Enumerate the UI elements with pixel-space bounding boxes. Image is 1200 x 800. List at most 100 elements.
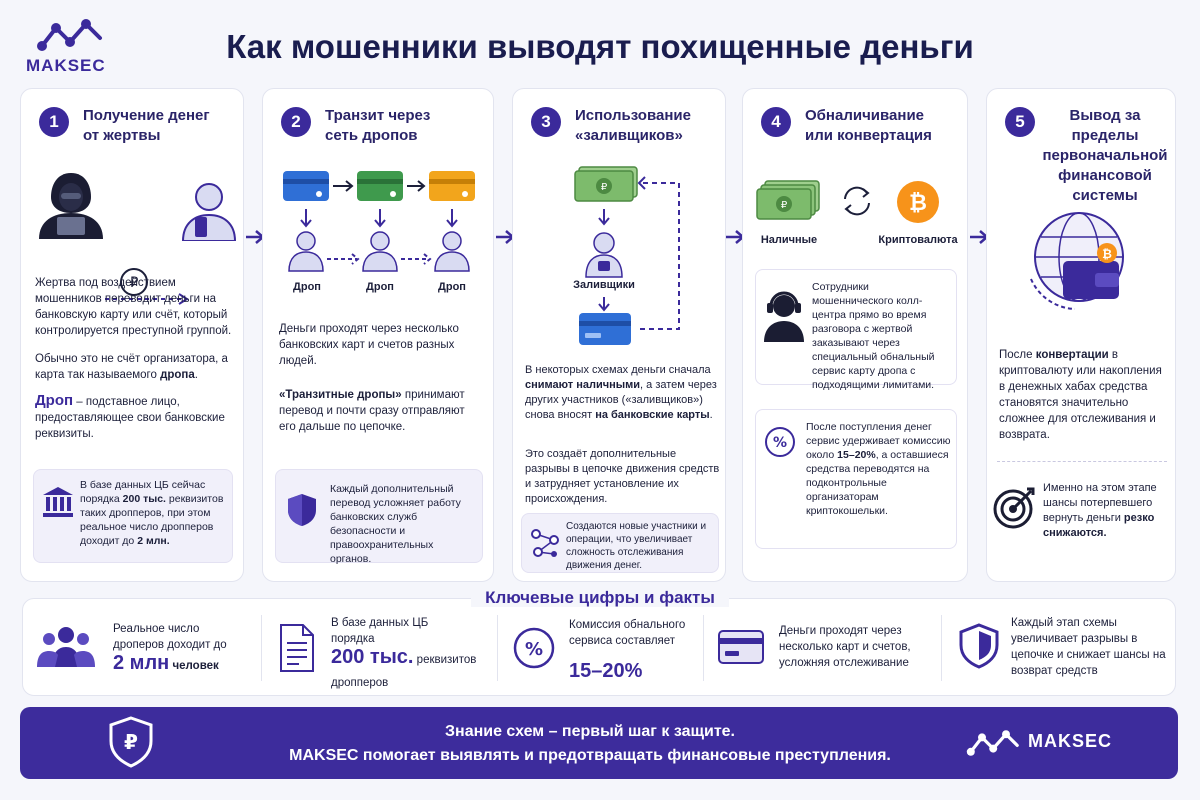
svg-text:₿: ₿ xyxy=(909,191,927,216)
fact-value: 2 млн человек xyxy=(113,652,259,674)
step-2-text: Деньги проходят через несколько банковск… xyxy=(279,323,459,367)
text-part: в криптовалюту или накопления в денежных… xyxy=(999,349,1162,441)
step-1-card: 1 Получение денег от жертвы ₽ Жертва под… xyxy=(20,88,244,582)
fact-separator xyxy=(941,615,942,681)
svg-text:%: % xyxy=(525,639,543,660)
text-bold: конвертации xyxy=(1035,349,1109,361)
text-part: После поступления денег сервис удерживае… xyxy=(806,421,951,461)
text-part: принимают перевод и почти сразу отправля… xyxy=(279,389,465,433)
text-part: В некоторых схемах деньги сначала xyxy=(525,364,711,376)
step-2-infobox: Каждый дополнительный перевод усложняет … xyxy=(275,469,483,565)
percent-icon: % xyxy=(513,627,555,669)
bank-card-icon xyxy=(357,171,403,201)
dropper-person-icon xyxy=(585,232,623,278)
maksec-logo-icon xyxy=(37,19,102,51)
step-number: 2 xyxy=(281,107,311,137)
footer-text: Знание схем – первый шаг к защите. MAKSE… xyxy=(210,720,970,768)
step-2-card: 2 Транзит через сеть дропов xyxy=(262,88,494,582)
fact-text: Реальное число дроперов доходит до xyxy=(113,623,227,651)
text-part: В базе данных ЦБ сейчас порядка xyxy=(80,479,206,505)
text-bold: снимают наличными xyxy=(525,379,641,391)
bank-card-icon xyxy=(429,171,475,201)
step-5-card: 5 Вывод за пределы первоначальной финанс… xyxy=(986,88,1176,582)
text-part: Именно на этом этапе шансы потерпевшего … xyxy=(1043,482,1157,524)
person-icon xyxy=(362,231,398,272)
text-part: Обычно это не счёт организатора, а карта… xyxy=(35,353,228,381)
step-1-text: Жертва под воздействием мошенников перев… xyxy=(35,277,232,337)
banknote-icon: ₽ xyxy=(574,166,638,202)
person-icon xyxy=(288,231,324,272)
text-bold: дропа xyxy=(160,369,195,381)
text-bold: резко снижаются. xyxy=(1043,512,1155,539)
fact-droppers-count: Реальное число дроперов доходит до 2 млн… xyxy=(23,599,259,697)
step-5-warning: Именно на этом этапе шансы потерпевшего … xyxy=(1043,481,1171,541)
step-3-text: В некоторых схемах деньги сначала снимаю… xyxy=(525,363,721,423)
victim-phone-icon xyxy=(181,183,237,241)
fact-big-number: 200 тыс. xyxy=(331,646,414,668)
step-1-infobox: В базе данных ЦБ сейчас порядка 200 тыс.… xyxy=(33,469,233,563)
fact-chain-gaps: Каждый этап схемы увеличивает разрывы в … xyxy=(943,599,1177,697)
infobox-text: Каждый дополнительный перевод усложняет … xyxy=(330,483,461,565)
fact-multiple-cards: Деньги проходят через несколько карт и с… xyxy=(705,599,939,697)
step-3-infobox: Создаются новые участники и операции, чт… xyxy=(521,513,719,573)
fact-commission: % Комиссия обнального сервиса составляет… xyxy=(499,599,701,697)
cashers-label: Заливщики xyxy=(573,279,635,291)
footer-banner: ₽ Знание схем – первый шаг к защите. MAK… xyxy=(20,707,1178,779)
step-title: Обналичивание или конвертация xyxy=(805,107,932,144)
text-part: , а оставшиеся средства переводятся на п… xyxy=(806,449,949,517)
drop-definition: Дроп – подставное лицо, предоставляющее … xyxy=(35,393,235,442)
fact-value: 200 тыс. реквизитов xyxy=(331,646,495,668)
step-4-card: 4 Обналичивание или конвертация ₽ ₿ Нали… xyxy=(742,88,968,582)
fact-big-number: 15–20% xyxy=(569,660,643,682)
target-icon xyxy=(993,487,1035,529)
maksec-logo-icon xyxy=(966,730,1019,756)
fact-unit: реквизитов xyxy=(413,654,477,666)
step-3-card: 3 Использование «заливщиков» ₽ Заливщики… xyxy=(512,88,726,582)
bank-card-icon xyxy=(283,171,329,201)
fact-value: 15–20% xyxy=(569,660,643,682)
facts-band: Реальное число дроперов доходит до 2 млн… xyxy=(22,598,1176,696)
step-5-text: После конвертации в криптовалюту или нак… xyxy=(999,347,1169,443)
fact-text: В базе данных ЦБ порядка xyxy=(331,617,429,645)
fact-text: Комиссия обнального сервиса составляет xyxy=(569,619,686,647)
text-bold: 15–20% xyxy=(837,449,876,461)
headset-operator-icon xyxy=(764,291,804,342)
fact-text: Деньги проходят через несколько карт и с… xyxy=(779,625,911,669)
shield-ruble-icon: ₽ xyxy=(109,716,153,768)
people-group-icon xyxy=(37,627,95,667)
footer-brand: MAKSEC xyxy=(1028,731,1113,751)
step-title: Получение денег от жертвы xyxy=(83,107,210,144)
flow-arrow xyxy=(105,293,189,305)
fact-text: Каждый этап схемы увеличивает разрывы в … xyxy=(1011,617,1166,677)
footer-line-1: Знание схем – первый шаг к защите. xyxy=(445,723,735,740)
refresh-icon xyxy=(844,186,870,216)
text-part: . xyxy=(709,409,713,421)
crypto-label: Криптовалюта xyxy=(878,234,958,246)
step-title: Использование «заливщиков» xyxy=(575,107,691,144)
facts-title-text: Ключевые цифры и факты xyxy=(471,588,729,607)
svg-text:₽: ₽ xyxy=(124,730,138,754)
infobox-text: Сотрудники мошеннического колл-центра пр… xyxy=(812,281,935,391)
svg-text:₽: ₽ xyxy=(130,275,139,291)
step-number: 4 xyxy=(761,107,791,137)
bitcoin-icon: ₿ xyxy=(897,181,939,223)
text-bold: 200 тыс. xyxy=(122,493,166,505)
svg-text:₽: ₽ xyxy=(601,182,608,193)
ruble-coin-icon: ₽ xyxy=(120,268,148,296)
cashers-diagram: ₽ xyxy=(574,166,680,345)
drop-label-1: Дроп xyxy=(293,281,321,293)
footer-line-2: MAKSEC помогает выявлять и предотвращать… xyxy=(289,747,891,764)
person-icon xyxy=(434,231,470,272)
network-icon xyxy=(531,529,559,557)
fact-big-number: 2 млн xyxy=(113,652,170,674)
step-number: 5 xyxy=(1005,107,1035,137)
drop-chain-diagram xyxy=(283,171,475,272)
step-number: 3 xyxy=(531,107,561,137)
step-3-text-2: Это создаёт дополнительные разрывы в цеп… xyxy=(525,448,720,505)
drop-def: – подставное лицо, предоставляющее свои … xyxy=(35,396,225,440)
hacker-icon xyxy=(39,173,103,239)
text-bold: на банковские карты xyxy=(595,409,710,421)
text-part: реквизитов таких дропперов, при этом реа… xyxy=(80,493,224,547)
banknote-icon: ₽ xyxy=(756,180,820,220)
text-part: . xyxy=(194,369,198,381)
